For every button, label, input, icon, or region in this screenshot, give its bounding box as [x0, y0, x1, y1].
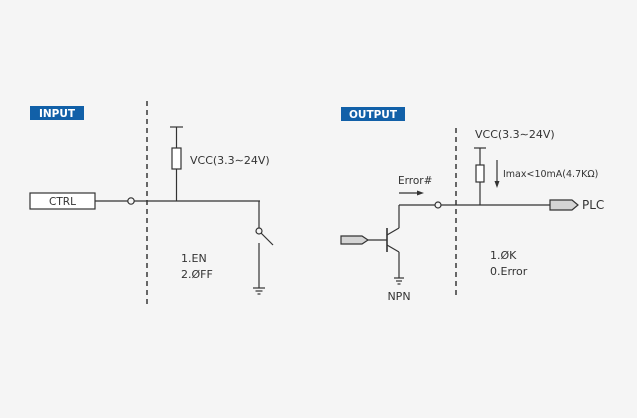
output-tag [341, 107, 405, 121]
input-state-2: 2.ØFF [181, 268, 213, 281]
npn-transistor-icon [368, 205, 400, 278]
input-tag-text: INPUT [39, 108, 76, 120]
input-node-icon [127, 197, 135, 205]
output-node-icon [434, 201, 442, 209]
base-input-terminal-icon [340, 235, 370, 245]
switch-pivot-icon [255, 227, 263, 235]
current-arrow-icon [494, 160, 500, 188]
output-state-2: 0.Error [490, 265, 528, 278]
input-section: INPUT CTRL VCC(3.3∼24V) 1.EN 2.ØFF [29, 101, 274, 307]
input-tag [30, 106, 84, 120]
input-vcc-label: VCC(3.3∼24V) [190, 154, 270, 167]
npn-label: NPN [387, 290, 410, 303]
ctrl-label: CTRL [49, 196, 76, 208]
output-state-1: 1.ØK [490, 249, 517, 262]
error-signal-label: Error# [398, 175, 432, 187]
current-limit-label: Imax<10mA(4.7KΩ) [503, 169, 598, 180]
plc-terminal-icon [549, 199, 579, 211]
output-vcc-label: VCC(3.3∼24V) [475, 128, 555, 141]
output-resistor-icon [475, 164, 485, 183]
input-resistor-icon [171, 147, 182, 170]
output-section: OUTPUT VCC(3.3∼24V) Imax<10mA(4.7KΩ) Err… [340, 107, 604, 303]
output-tag-text: OUTPUT [349, 109, 398, 121]
input-state-1: 1.EN [181, 252, 207, 265]
switch-lever-icon [260, 232, 274, 246]
plc-label: PLC [582, 198, 604, 212]
signal-arrow-icon [399, 190, 424, 196]
input-ground-icon [253, 287, 265, 295]
output-ground-icon [394, 277, 404, 285]
